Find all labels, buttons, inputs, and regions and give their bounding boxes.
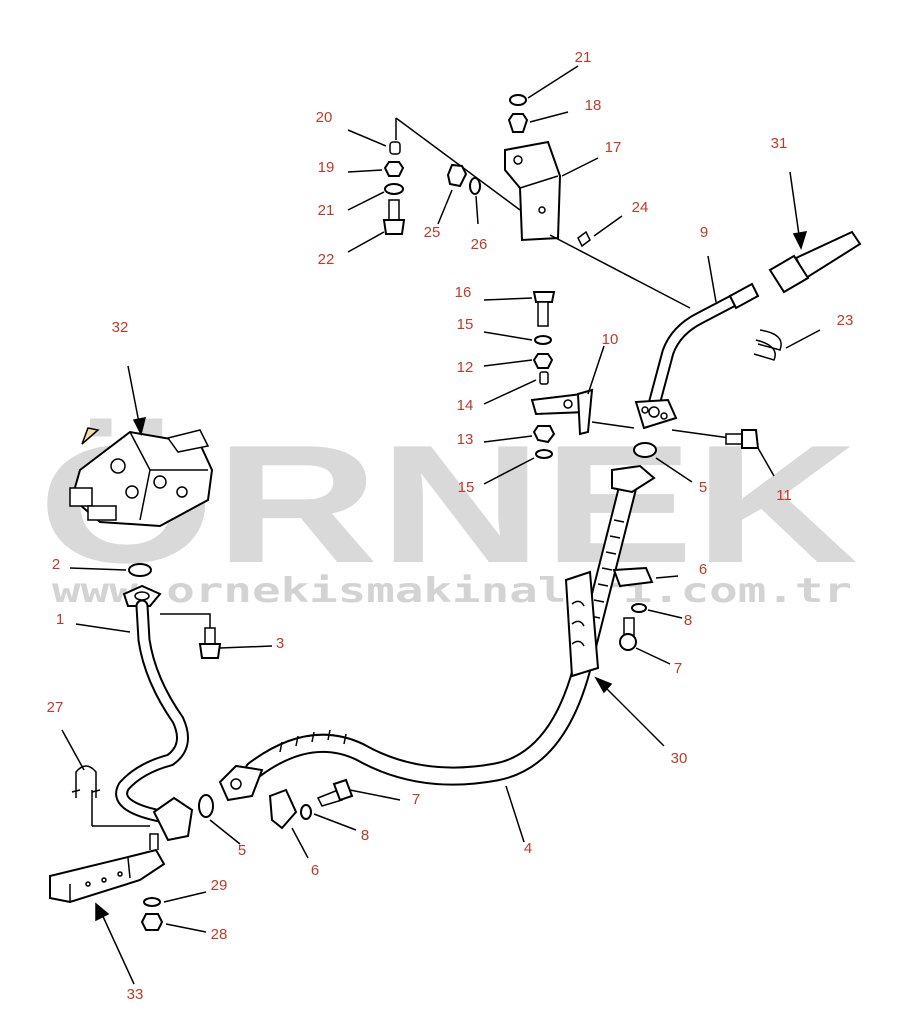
callout-3: 3 [276, 635, 284, 652]
nut-18 [507, 113, 529, 133]
leader-lines [61, 65, 821, 933]
callout-24: 24 [632, 199, 649, 216]
u-bolt-27 [71, 765, 101, 798]
callout-33: 33 [127, 986, 144, 1003]
callout-5: 5 [699, 479, 707, 496]
callout-11: 11 [776, 487, 792, 504]
washer-26 [469, 177, 481, 195]
callout-10: 10 [602, 331, 619, 348]
coupling-31-nut [768, 254, 810, 294]
callout-30: 30 [671, 750, 688, 767]
nut-19 [383, 161, 405, 177]
callout-6: 6 [699, 561, 707, 578]
callout-14: 14 [457, 397, 474, 414]
callout-32: 32 [112, 319, 129, 336]
coupling-31-hose [794, 230, 862, 280]
callout-15: 15 [457, 316, 474, 333]
hose-4 [218, 464, 656, 802]
tube-1 [91, 584, 211, 842]
callout-18: 18 [585, 97, 602, 114]
bracket-10-leg [576, 388, 594, 436]
callout-1: 1 [56, 611, 64, 628]
callout-22: 22 [318, 251, 335, 268]
washer-15-top [534, 335, 552, 345]
o-ring-5-upper [633, 442, 657, 458]
callouts: 21 18 17 20 19 21 22 25 26 24 9 31 23 16… [47, 49, 854, 1003]
callout-8: 8 [684, 612, 692, 629]
washer-15 [535, 449, 553, 459]
callout-8b: 8 [361, 827, 369, 844]
bolt-16-shank [537, 301, 549, 327]
o-ring-2 [128, 563, 152, 577]
bolt-22-head [382, 219, 406, 235]
callout-28: 28 [211, 926, 228, 943]
pin-20 [389, 141, 401, 155]
callout-13: 13 [457, 431, 474, 448]
bracket-33-plate [49, 848, 166, 904]
washer-8-right [631, 603, 647, 613]
callout-4: 4 [524, 840, 532, 857]
tube-9 [634, 282, 760, 430]
callout-17: 17 [605, 139, 622, 156]
callout-19: 19 [318, 159, 335, 176]
bolt-7-right-head [619, 633, 637, 651]
bolt-3 [198, 627, 222, 659]
nut-25 [446, 163, 468, 188]
clamp-6-right [612, 566, 654, 588]
callout-9: 9 [700, 224, 708, 241]
spacer-14 [539, 371, 549, 385]
tube-9-fitting [728, 282, 760, 310]
callout-16: 16 [455, 284, 472, 301]
bracket-33 [49, 833, 166, 904]
watermark-url: www.ornekismakinalari.com.tr [52, 571, 852, 611]
callout-21: 21 [575, 49, 592, 66]
callout-2: 2 [52, 556, 60, 573]
callout-23: 23 [837, 312, 854, 329]
callout-31: 31 [771, 135, 788, 152]
guard-30 [564, 570, 600, 678]
callout-26: 26 [471, 236, 488, 253]
callout-15b: 15 [458, 479, 475, 496]
bracket-17 [504, 140, 562, 242]
u-bolt-23 [753, 329, 782, 361]
washer-29 [143, 897, 161, 907]
callout-7: 7 [674, 660, 682, 677]
callout-29: 29 [211, 877, 228, 894]
hose-4-upper-flange [611, 464, 656, 494]
nut-28 [140, 913, 164, 931]
o-ring-5-lower [198, 794, 214, 818]
clamp-set-left [268, 778, 354, 830]
callout-6b: 6 [311, 862, 319, 879]
callout-5b: 5 [238, 842, 246, 859]
clamp-set-right [612, 566, 654, 651]
valve-32 [69, 427, 214, 528]
washer-21 [384, 183, 404, 195]
callout-21b: 21 [318, 202, 335, 219]
callout-27: 27 [47, 699, 64, 716]
callout-25: 25 [424, 224, 441, 241]
bolt-7-left-head [332, 778, 354, 802]
bracket-assembly [382, 94, 691, 309]
callout-7b: 7 [412, 791, 420, 808]
tube-1-lower-flange [152, 796, 194, 842]
bolt-22-shank [388, 199, 400, 221]
clamp-stack [530, 291, 731, 459]
callout-12: 12 [457, 359, 474, 376]
coupling-31 [768, 230, 862, 294]
bushing-13 [532, 425, 556, 444]
clamp-6-left [268, 788, 298, 830]
arrow-leaders [95, 171, 808, 985]
washer-8-left [300, 804, 312, 820]
bolt-16-head [532, 291, 556, 303]
callout-20: 20 [316, 109, 333, 126]
clip-24 [577, 230, 591, 248]
washer-21-top [509, 94, 527, 106]
nut-12 [532, 353, 554, 369]
